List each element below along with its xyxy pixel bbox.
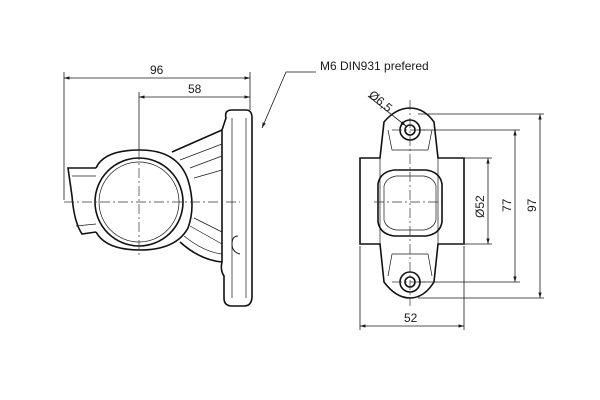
front-lens-window <box>377 169 443 237</box>
dim-label-77: 77 <box>500 198 514 212</box>
dim-label-52: 52 <box>404 311 418 325</box>
mounting-plate <box>220 109 253 307</box>
dim-label-lens-dia: Ø52 <box>473 195 487 218</box>
bracket-arm <box>171 129 223 153</box>
side-view: 96 58 <box>63 63 253 307</box>
front-view: Ø6,5 Ø52 77 97 52 <box>359 88 544 330</box>
dim-line-hole-dia <box>367 95 407 127</box>
rear-shield <box>67 167 97 235</box>
dim-label-58: 58 <box>188 82 202 96</box>
dim-label-hole-dia: Ø6,5 <box>366 88 395 116</box>
bolt-callout: M6 DIN931 prefered <box>261 59 429 129</box>
front-bracket-outline <box>359 107 465 299</box>
dim-label-97: 97 <box>525 198 539 212</box>
dim-label-96: 96 <box>150 63 164 77</box>
bolt-note-label: M6 DIN931 prefered <box>320 59 429 73</box>
